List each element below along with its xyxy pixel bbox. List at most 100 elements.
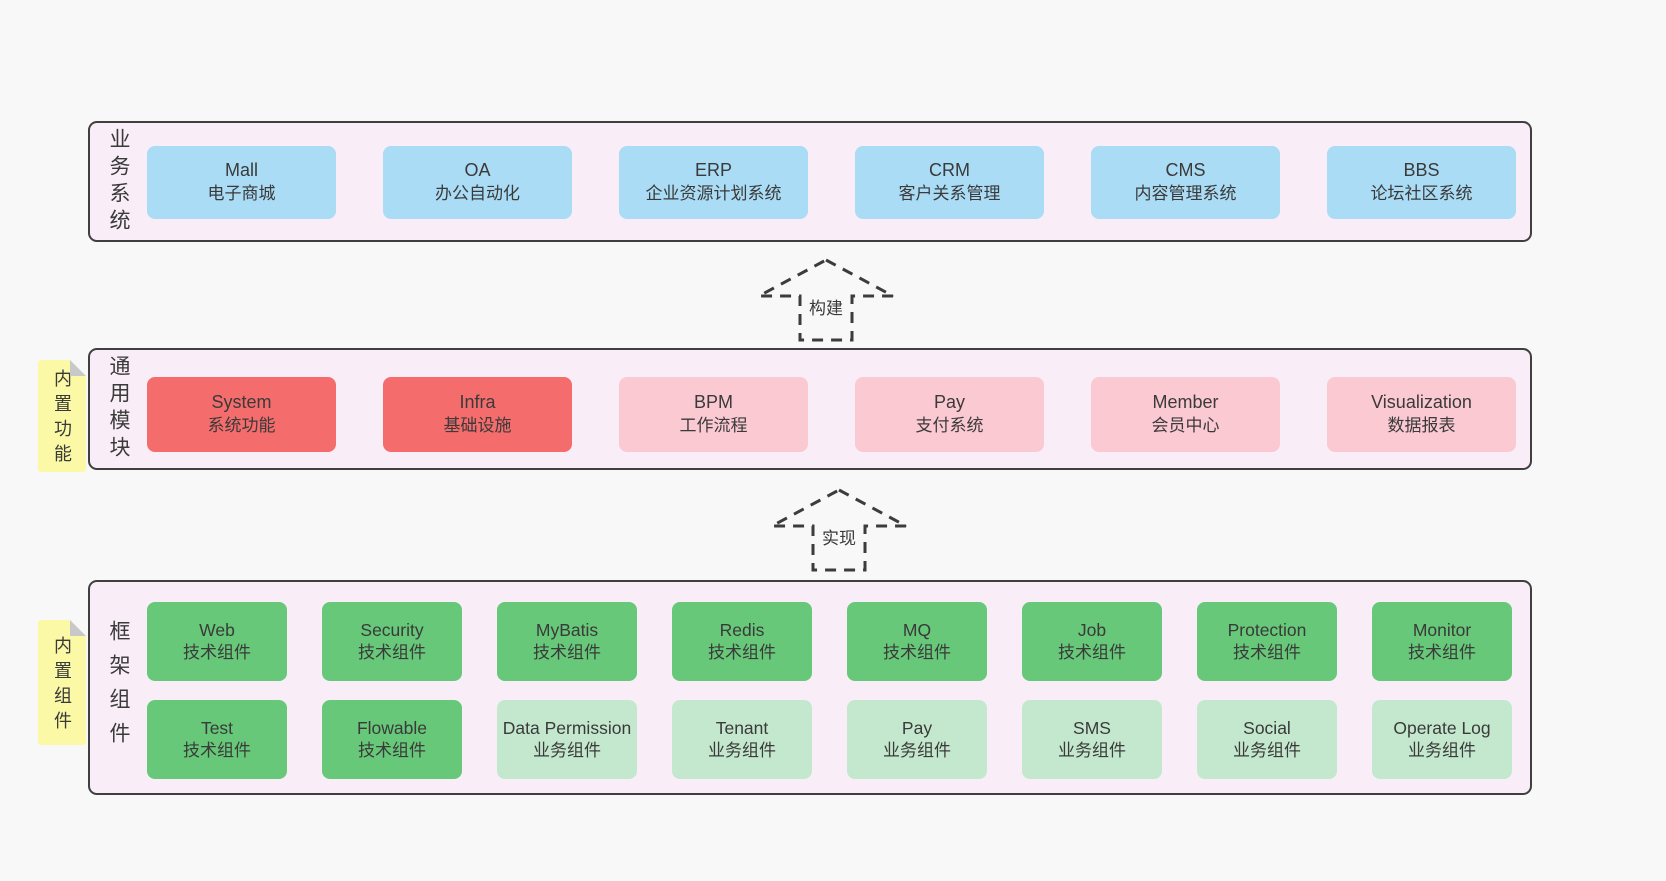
box-subtitle: 企业资源计划系统 [645, 184, 782, 204]
box-subtitle: 基础设施 [443, 416, 512, 436]
box-subtitle: 技术组件 [183, 740, 251, 760]
box-title: System [211, 392, 272, 413]
box-title: Monitor [1412, 619, 1472, 640]
up-arrow-icon [758, 258, 894, 342]
box-title: Test [200, 717, 234, 738]
box-web: Web 技术组件 [147, 602, 287, 681]
sticky-note-builtin-components: 内置组件 [38, 620, 86, 745]
box-title: Visualization [1371, 392, 1472, 413]
box-monitor: Monitor 技术组件 [1372, 602, 1512, 681]
box-subtitle: 业务组件 [533, 740, 601, 760]
box-mq: MQ 技术组件 [847, 602, 987, 681]
box-subtitle: 系统功能 [207, 416, 276, 436]
box-operate-log: Operate Log 业务组件 [1372, 700, 1512, 779]
box-title: Pay [901, 717, 933, 738]
box-flowable: Flowable 技术组件 [322, 700, 462, 779]
box-title: Web [199, 619, 235, 640]
box-subtitle: 技术组件 [533, 642, 601, 662]
box-subtitle: 支付系统 [915, 416, 984, 436]
box-subtitle: 业务组件 [1233, 740, 1301, 760]
box-subtitle: 业务组件 [708, 740, 776, 760]
box-subtitle: 办公自动化 [435, 184, 520, 204]
layer-label-business-systems: 业务系统 [107, 127, 130, 236]
box-title: OA [464, 160, 491, 181]
box-title: BBS [1403, 160, 1440, 181]
box-subtitle: 业务组件 [883, 740, 951, 760]
box-subtitle: 技术组件 [358, 642, 426, 662]
box-title: Member [1152, 392, 1219, 413]
business-systems-row: Mall 电子商城 OA 办公自动化 ERP 企业资源计划系统 CRM 客户关系… [147, 146, 1516, 219]
common-modules-row: System 系统功能 Infra 基础设施 BPM 工作流程 Pay 支付系统… [147, 377, 1516, 452]
sticky-note-builtin-features: 内置功能 [38, 360, 86, 472]
box-subtitle: 内容管理系统 [1134, 184, 1237, 204]
box-title: Flowable [356, 717, 428, 738]
box-title: Security [360, 619, 424, 640]
box-pay-component: Pay 业务组件 [847, 700, 987, 779]
box-job: Job 技术组件 [1022, 602, 1162, 681]
box-visualization: Visualization 数据报表 [1327, 377, 1516, 452]
layer-common-modules: 通用模块 System 系统功能 Infra 基础设施 BPM 工作流程 Pay… [88, 348, 1532, 470]
box-title: BPM [693, 392, 733, 413]
framework-row-2: Test 技术组件 Flowable 技术组件 Data Permission … [147, 700, 1512, 779]
sticky-note-text: 内置组件 [52, 635, 72, 736]
box-mybatis: MyBatis 技术组件 [497, 602, 637, 681]
box-title: CMS [1165, 160, 1206, 181]
box-mall: Mall 电子商城 [147, 146, 336, 219]
layer-business-systems: 业务系统 Mall 电子商城 OA 办公自动化 ERP 企业资源计划系统 CRM… [88, 121, 1532, 242]
box-title: Operate Log [1393, 717, 1491, 738]
box-title: Mall [224, 160, 258, 181]
box-cms: CMS 内容管理系统 [1091, 146, 1280, 219]
box-subtitle: 客户关系管理 [898, 184, 1001, 204]
box-title: MQ [902, 619, 932, 640]
box-sms: SMS 业务组件 [1022, 700, 1162, 779]
box-subtitle: 业务组件 [1058, 740, 1126, 760]
box-subtitle: 技术组件 [358, 740, 426, 760]
box-social: Social 业务组件 [1197, 700, 1337, 779]
box-subtitle: 数据报表 [1387, 416, 1456, 436]
box-member: Member 会员中心 [1091, 377, 1280, 452]
up-arrow-icon [771, 488, 907, 572]
box-infra: Infra 基础设施 [383, 377, 572, 452]
folded-corner-icon [70, 620, 86, 636]
box-subtitle: 技术组件 [708, 642, 776, 662]
arrow-implement: 实现 [769, 487, 909, 573]
box-subtitle: 技术组件 [1058, 642, 1126, 662]
box-title: CRM [929, 160, 970, 181]
box-subtitle: 技术组件 [883, 642, 951, 662]
box-title: Pay [933, 392, 966, 413]
folded-corner-icon [70, 360, 86, 376]
sticky-note-text: 内置功能 [52, 369, 72, 469]
box-pay-module: Pay 支付系统 [855, 377, 1044, 452]
box-subtitle: 技术组件 [1233, 642, 1301, 662]
layer-label-common-modules: 通用模块 [107, 355, 130, 463]
layer-label-framework-components: 框架组件 [107, 619, 130, 756]
box-subtitle: 技术组件 [1408, 642, 1476, 662]
box-title: Protection [1227, 619, 1307, 640]
framework-row-1: Web 技术组件 Security 技术组件 MyBatis 技术组件 Redi… [147, 602, 1512, 681]
box-oa: OA 办公自动化 [383, 146, 572, 219]
box-protection: Protection 技术组件 [1197, 602, 1337, 681]
box-bpm: BPM 工作流程 [619, 377, 808, 452]
box-title: Redis [719, 619, 765, 640]
arrow-build-label: 构建 [806, 294, 846, 319]
box-title: Infra [459, 392, 496, 413]
box-title: Social [1243, 717, 1291, 738]
box-title: MyBatis [535, 619, 599, 640]
box-subtitle: 会员中心 [1151, 416, 1220, 436]
box-system: System 系统功能 [147, 377, 336, 452]
arrow-implement-label: 实现 [819, 524, 859, 549]
box-title: Data Permission [502, 717, 632, 738]
arrow-build: 构建 [756, 257, 896, 343]
box-crm: CRM 客户关系管理 [855, 146, 1044, 219]
box-redis: Redis 技术组件 [672, 602, 812, 681]
box-subtitle: 业务组件 [1408, 740, 1476, 760]
box-subtitle: 论坛社区系统 [1370, 184, 1473, 204]
box-title: SMS [1073, 717, 1111, 738]
box-subtitle: 电子商城 [207, 184, 276, 204]
box-title: Job [1077, 619, 1107, 640]
box-title: ERP [694, 160, 732, 181]
box-title: Tenant [715, 717, 769, 738]
box-bbs: BBS 论坛社区系统 [1327, 146, 1516, 219]
box-subtitle: 工作流程 [679, 416, 748, 436]
box-tenant: Tenant 业务组件 [672, 700, 812, 779]
